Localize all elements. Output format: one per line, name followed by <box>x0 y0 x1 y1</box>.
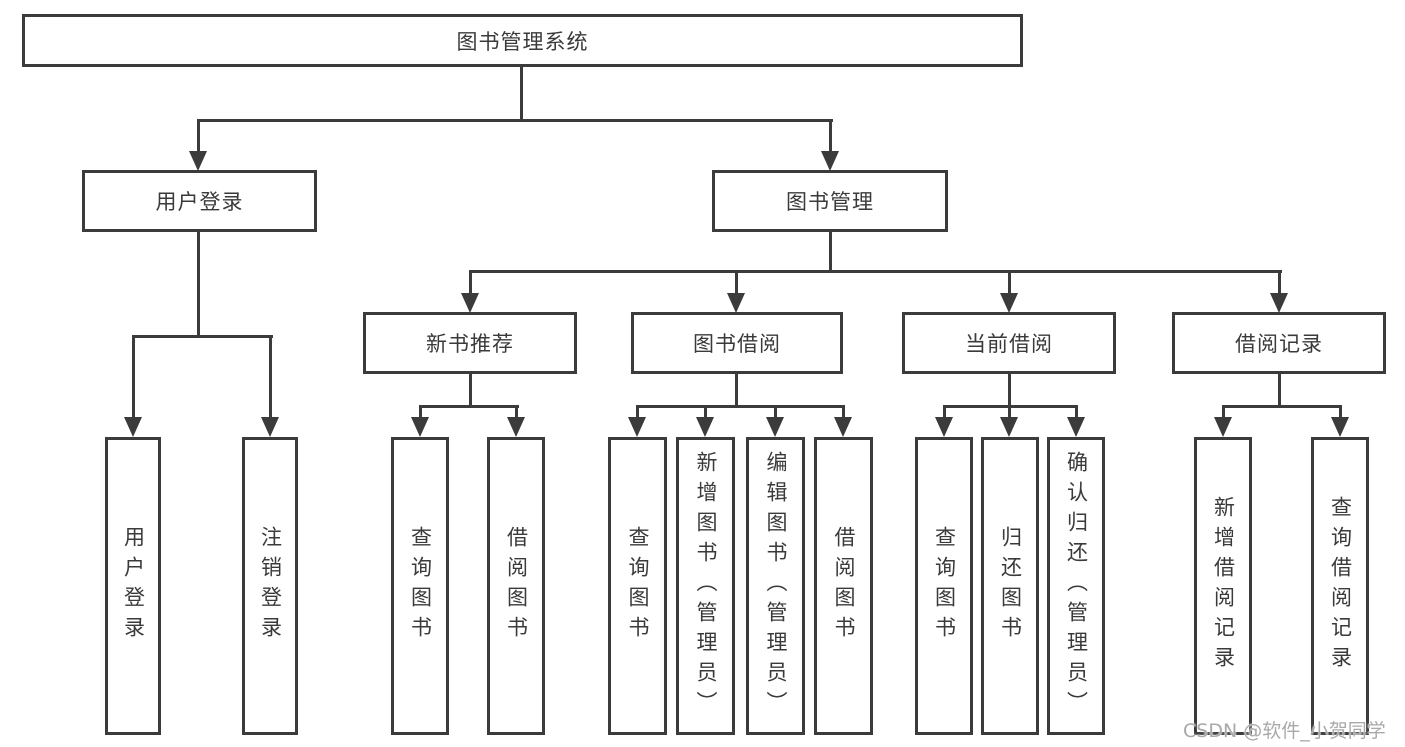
leaf-query-books-current-label: 查询图书 <box>932 526 957 646</box>
connector-line <box>842 405 845 419</box>
arrowhead <box>411 417 429 437</box>
node-new-book-recommend-label: 新书推荐 <box>426 332 514 356</box>
leaf-query-books-recommend: 查询图书 <box>391 437 449 735</box>
leaf-borrow-books-label: 借阅图书 <box>832 526 856 646</box>
node-root-label: 图书管理系统 <box>456 29 589 54</box>
connector-line <box>197 119 200 153</box>
connector-line <box>704 405 707 419</box>
connector-line <box>132 335 135 419</box>
leaf-query-borrow-record: 查询借阅记录 <box>1311 437 1369 735</box>
leaf-confirm-return-admin-label: 确认归还（管理员） <box>1064 451 1089 721</box>
leaf-logout: 注销登录 <box>242 437 298 735</box>
connector-line <box>1008 405 1011 419</box>
node-book-management-label: 图书管理 <box>786 190 874 214</box>
node-user-login-label: 用户登录 <box>155 190 244 214</box>
connector-line <box>419 405 422 419</box>
node-current-borrowing-label: 当前借阅 <box>965 332 1053 356</box>
arrowhead <box>727 293 745 313</box>
arrowhead <box>124 417 142 437</box>
node-book-borrowing-label: 图书借阅 <box>693 332 781 356</box>
arrowhead <box>461 293 479 313</box>
node-user-login: 用户登录 <box>82 170 317 232</box>
arrowhead <box>507 417 525 437</box>
connector-line <box>774 405 777 419</box>
connector-line <box>269 335 272 419</box>
connector-line <box>469 270 1282 273</box>
leaf-query-books-current: 查询图书 <box>915 437 973 735</box>
connector-line <box>636 405 639 419</box>
arrowhead <box>1214 417 1232 437</box>
connector-line <box>636 405 845 408</box>
connector-line <box>520 66 523 121</box>
node-book-management: 图书管理 <box>712 170 948 232</box>
connector-line <box>515 405 518 419</box>
arrowhead <box>821 151 839 171</box>
arrowhead <box>696 417 714 437</box>
leaf-add-books-admin: 新增图书（管理员） <box>676 437 735 735</box>
node-current-borrowing: 当前借阅 <box>902 312 1116 374</box>
leaf-add-borrow-record: 新增借阅记录 <box>1194 437 1252 735</box>
leaf-return-books-label: 归还图书 <box>998 526 1023 646</box>
csdn-watermark: CSDN @软件_小贺同学 <box>1183 720 1386 742</box>
leaf-borrow-books-recommend: 借阅图书 <box>487 437 545 735</box>
connector-line <box>197 119 833 122</box>
arrowhead <box>1270 293 1288 313</box>
connector-line <box>1339 405 1342 419</box>
arrowhead <box>834 417 852 437</box>
connector-line <box>469 372 472 408</box>
connector-line <box>132 335 273 338</box>
leaf-confirm-return-admin: 确认归还（管理员） <box>1047 437 1105 735</box>
leaf-borrow-books-recommend-label: 借阅图书 <box>504 526 529 646</box>
connector-line <box>469 270 472 295</box>
connector-line <box>735 270 738 295</box>
connector-line <box>1222 405 1225 419</box>
leaf-add-books-admin-label: 新增图书（管理员） <box>694 451 718 721</box>
leaf-return-books: 归还图书 <box>981 437 1039 735</box>
leaf-edit-books-admin: 编辑图书（管理员） <box>746 437 805 735</box>
connector-line <box>829 230 832 273</box>
connector-line <box>829 119 832 153</box>
connector-line <box>197 230 200 338</box>
leaf-query-borrow-record-label: 查询借阅记录 <box>1328 496 1353 676</box>
arrowhead <box>1000 293 1018 313</box>
leaf-borrow-books: 借阅图书 <box>814 437 873 735</box>
connector-line <box>1278 372 1281 408</box>
arrowhead <box>1331 417 1349 437</box>
node-book-borrowing: 图书借阅 <box>631 312 843 374</box>
arrowhead <box>935 417 953 437</box>
connector-line <box>1075 405 1078 419</box>
leaf-add-borrow-record-label: 新增借阅记录 <box>1211 496 1236 676</box>
connector-line <box>943 405 946 419</box>
leaf-query-books-borrowing-label: 查询图书 <box>626 526 650 646</box>
connector-line <box>735 372 738 408</box>
connector-line <box>1008 270 1011 295</box>
node-borrowing-records-label: 借阅记录 <box>1235 332 1323 356</box>
leaf-logout-label: 注销登录 <box>258 526 283 646</box>
connector-line <box>1278 270 1281 295</box>
connector-line <box>1008 372 1011 408</box>
arrowhead <box>628 417 646 437</box>
leaf-query-books-borrowing: 查询图书 <box>608 437 667 735</box>
arrowhead <box>261 417 279 437</box>
leaf-edit-books-admin-label: 编辑图书（管理员） <box>764 451 788 721</box>
arrowhead <box>189 151 207 171</box>
arrowhead <box>1067 417 1085 437</box>
connector-line <box>419 405 519 408</box>
leaf-query-books-recommend-label: 查询图书 <box>408 526 433 646</box>
arrowhead <box>766 417 784 437</box>
leaf-user-login: 用户登录 <box>105 437 161 735</box>
node-new-book-recommend: 新书推荐 <box>363 312 577 374</box>
connector-line <box>1222 405 1342 408</box>
arrowhead <box>1000 417 1018 437</box>
node-root: 图书管理系统 <box>22 14 1023 67</box>
node-borrowing-records: 借阅记录 <box>1172 312 1386 374</box>
leaf-user-login-label: 用户登录 <box>121 526 146 646</box>
